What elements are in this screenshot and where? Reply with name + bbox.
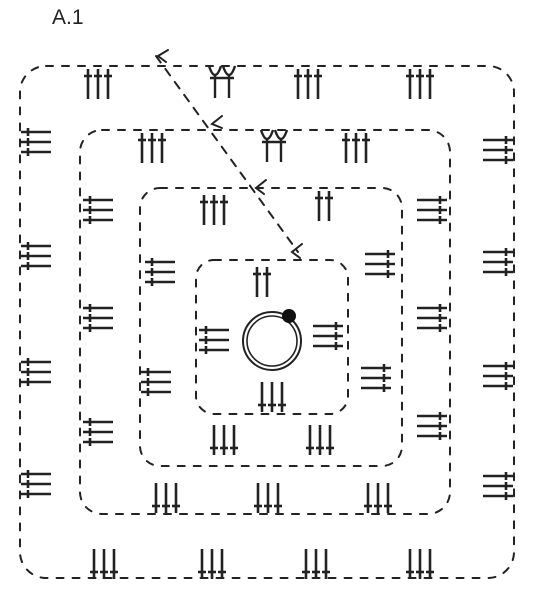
arrow-head-3 [254,179,267,195]
round-3-right-group-1 [417,196,447,224]
round-2-bottom-group-1 [210,425,238,455]
round-3-bottom-group-1 [152,483,180,513]
round-4-left-group-3 [21,358,51,386]
round-4-corner-cluster [207,65,237,98]
arrow-head-4 [290,243,303,259]
round-3-corner-cluster [259,129,289,162]
arrow-head-2 [210,115,223,129]
round-4-right-group-1 [483,136,513,164]
arrow-dashed-line [155,55,299,253]
round-4-left-group-4 [21,470,51,498]
round-4-bottom-group-2 [198,549,226,579]
round-2-top-group-1 [200,195,228,225]
round-1-bottom-group [258,382,286,412]
slip-stitch-start-marker [282,309,296,323]
round-4-right-group-3 [483,362,513,390]
round-1-left-group [199,326,229,354]
round-3-left-group-1 [83,196,113,224]
round-3-bottom-group-2 [254,483,282,513]
round-4-top-group-2 [294,69,322,99]
chain-spaces [19,65,515,579]
round-2-top-group-2 [315,191,333,221]
diagram-title: A.1 [52,6,84,29]
round-3-chain-outline [79,129,451,515]
round-3-right-group-2 [417,304,447,332]
magic-ring-icon [242,311,302,371]
round-4-chain-outline [19,65,515,579]
magic-ring-inner [246,315,298,367]
round-3-top-group-2 [342,133,370,163]
round-4-left-group-1 [21,128,51,156]
center-ring-group [242,309,302,371]
round-1-top-group [253,267,271,297]
round-3-left-group-2 [83,304,113,332]
round-2-chain-outline [139,187,403,467]
round-4-right-group-2 [483,248,513,276]
round-2-right-group-2 [361,364,391,392]
next-round-arrow [155,49,303,259]
round-4-left-group-2 [21,242,51,270]
round-3-left-group-3 [83,418,113,446]
round-4-right-group-4 [483,472,513,500]
round-2-right-group-1 [365,250,395,278]
cluster-stitches [207,65,289,162]
round-3-top-group-1 [138,133,166,163]
round-4-bottom-group-1 [90,549,118,579]
round-4-bottom-group-3 [302,549,330,579]
round-3-right-group-3 [417,412,447,440]
round-1-right-group [313,322,343,350]
round-2-left-group-1 [145,258,175,286]
round-4-top-group-3 [406,69,434,99]
round-4-top-group-1 [84,69,112,99]
round-2-left-group-2 [141,368,171,396]
arrow-head-1 [156,49,169,63]
round-3-bottom-group-3 [364,483,392,513]
stitch-groups [21,69,513,579]
round-2-bottom-group-2 [306,425,334,455]
round-4-bottom-group-4 [406,549,434,579]
